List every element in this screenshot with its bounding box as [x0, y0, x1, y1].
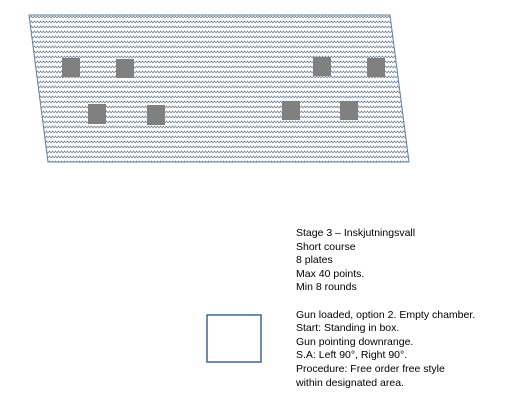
- plate-1: [62, 58, 80, 77]
- start-box: [206, 314, 262, 363]
- stage-title: Stage 3 – Inskjutningsvall: [296, 227, 416, 239]
- plate-count: 8 plates: [296, 254, 333, 267]
- plate-3: [313, 57, 331, 76]
- min-rounds: Min 8 rounds: [296, 281, 357, 294]
- gun-state: Gun loaded, option 2. Empty chamber.: [296, 308, 476, 321]
- plate-7: [282, 101, 300, 120]
- procedure-line-1: Procedure: Free order free style: [296, 362, 445, 375]
- plate-8: [340, 101, 358, 120]
- plate-4: [367, 58, 385, 77]
- plate-6: [147, 105, 165, 125]
- spacer: [296, 295, 475, 309]
- max-points: Max 40 points.: [296, 267, 365, 280]
- safety-angles: S.A: Left 90°, Right 90°.: [296, 349, 408, 362]
- backstop-berm: [28, 14, 410, 163]
- gun-pointing: Gun pointing downrange.: [296, 335, 414, 348]
- procedure-line-2: within designated area.: [296, 376, 404, 389]
- course-type: Short course: [296, 240, 356, 253]
- start-position: Start: Standing in box.: [296, 322, 400, 335]
- plate-2: [116, 59, 134, 78]
- plate-5: [88, 104, 106, 124]
- stage-description: Stage 3 – Inskjutningsvall Short course …: [296, 227, 475, 390]
